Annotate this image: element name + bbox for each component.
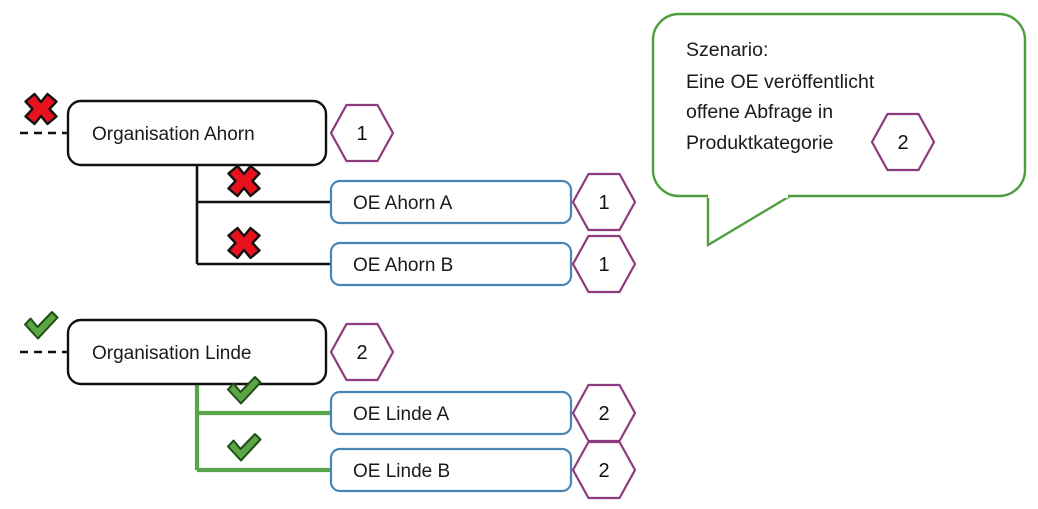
badge-hexagon-oe-linde-1: 2 [571,440,637,500]
oe-node-box[interactable] [329,447,573,493]
callout-seam-mask [708,194,788,198]
callout-tail [706,194,795,248]
callout-line-3: Produktkategorie [686,132,833,154]
badge-hexagon-callout: 2 [870,112,936,172]
cross-icon [227,164,261,198]
oe-node-label: OE Linde B [353,461,450,482]
callout-line-0: Szenario: [686,39,768,61]
oe-node-label: OE Linde A [353,404,449,425]
hexagon-icon [870,112,936,172]
oe-node-box[interactable] [329,179,573,225]
badge-hexagon-oe-ahorn-0: 1 [571,172,637,232]
check-icon-shape [227,376,262,405]
hexagon-icon [571,440,637,500]
oe-node-label: OE Ahorn A [353,193,453,214]
hexagon-icon [329,103,395,163]
oe-node-box[interactable] [329,390,573,436]
badge-hexagon-oe-linde-0: 2 [571,383,637,443]
badge-label: 2 [897,132,908,154]
callout-line-2: offene Abfrage in [686,101,833,123]
hexagon-icon [571,172,637,232]
badge-hexagon-org-linde: 2 [329,322,395,382]
badge-label: 1 [598,254,609,276]
oe-node-label: OE Ahorn B [353,255,453,276]
org-node-box[interactable] [66,99,328,167]
badge-label: 2 [598,460,609,482]
check-icon-shape [24,311,59,340]
callout-layer: Szenario: Eine OE veröffentlicht offene Ab… [651,12,1027,248]
hexagon-icon [329,322,395,382]
cross-icon-shape [227,164,261,198]
cross-icon-shape [24,92,58,126]
cross-icon-shape [227,226,261,260]
badge-label: 1 [598,192,609,214]
callout-line-1: Eine OE veröffentlicht [686,71,875,93]
check-icon-shape [227,433,262,462]
callout-bubble [651,12,1027,198]
cross-icon [227,226,261,260]
badge-hexagon-oe-ahorn-1: 1 [571,234,637,294]
org-node-box[interactable] [66,318,328,386]
badge-label: 2 [598,403,609,425]
org-node-label: Organisation Linde [92,343,252,364]
org-node-label: Organisation Ahorn [92,124,255,145]
org-group-ahorn: Organisation Ahorn 1 OE Ahorn A 1 OE Ahorn B… [20,92,637,294]
cross-icon [24,92,58,126]
oe-node-box[interactable] [329,241,573,287]
check-icon [24,311,59,340]
badge-label: 1 [356,123,367,145]
badge-hexagon-org-ahorn: 1 [329,103,395,163]
org-group-linde: Organisation Linde 2 OE Linde A 2 OE Linde B… [20,311,637,500]
check-icon [227,433,262,462]
check-icon [227,376,262,405]
hexagon-icon [571,234,637,294]
badge-label: 2 [356,342,367,364]
org-groups-layer: Organisation Ahorn 1 OE Ahorn A 1 OE Ahorn B… [20,92,637,500]
